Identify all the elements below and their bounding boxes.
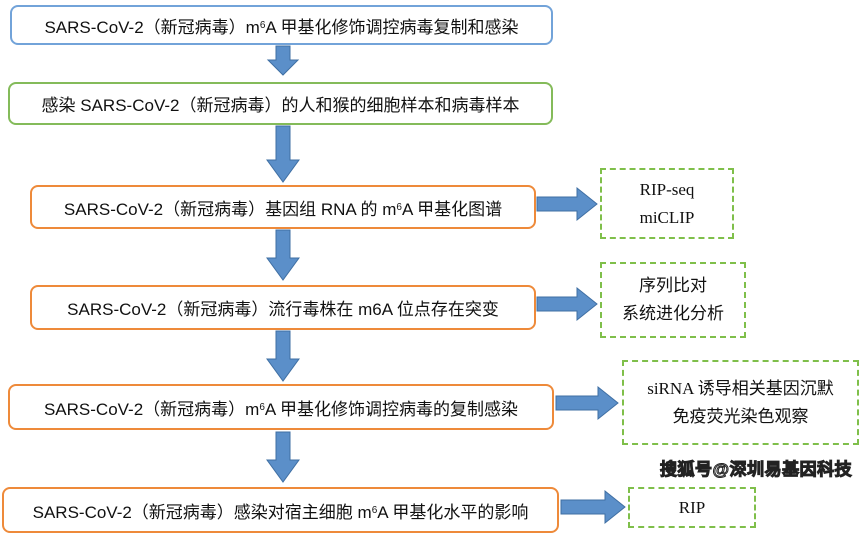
arrow-down-icon <box>266 125 300 183</box>
method-text: 免疫荧光染色观察 <box>672 406 809 426</box>
step-text: 感染 SARS-CoV-2（新冠病毒）的人和猴的细胞样本和病毒样本 <box>41 96 520 115</box>
method-box-1: RIP-seq miCLIP <box>600 168 734 239</box>
method-text: siRNA 诱导相关基因沉默 <box>647 378 834 398</box>
method-text: miCLIP <box>639 207 695 227</box>
method-text: 序列比对 <box>639 276 707 295</box>
method-text: 系统进化分析 <box>622 304 724 323</box>
step-text: A 甲基化水平的影响 <box>377 502 529 522</box>
step-text: A 甲基化图谱 <box>401 199 503 219</box>
step-4-box: SARS-CoV-2（新冠病毒）流行毒株在 m6A 位点存在突变 <box>30 285 536 330</box>
step-2-box: 感染 SARS-CoV-2（新冠病毒）的人和猴的细胞样本和病毒样本 <box>8 82 553 125</box>
arrow-down-icon <box>266 431 300 483</box>
step-text: A 甲基化修饰调控病毒复制和感染 <box>265 17 519 37</box>
method-box-3: siRNA 诱导相关基因沉默免疫荧光染色观察 <box>622 360 859 445</box>
arrow-right-icon <box>536 186 598 222</box>
method-box-2: 序列比对系统进化分析 <box>600 262 746 338</box>
superscript: 6 <box>396 201 402 213</box>
arrow-right-icon <box>560 489 626 525</box>
arrow-down-icon <box>266 229 300 281</box>
step-text: SARS-CoV-2（新冠病毒）m <box>44 17 260 37</box>
step-text: SARS-CoV-2（新冠病毒）感染对宿主细胞 m <box>32 502 372 522</box>
arrow-right-icon <box>555 385 619 421</box>
watermark: 搜狐号@深圳易基因科技 <box>659 460 853 480</box>
superscript: 6 <box>259 19 266 31</box>
method-box-4: RIP <box>628 487 756 528</box>
step-text: SARS-CoV-2（新冠病毒）流行毒株在 m6A 位点存在突变 <box>67 300 499 319</box>
step-text: A 甲基化修饰调控病毒的复制感染 <box>264 399 519 419</box>
step-text: SARS-CoV-2（新冠病毒）m <box>43 399 260 419</box>
superscript: 6 <box>371 504 378 516</box>
method-text: RIP-seq <box>639 179 695 199</box>
step-text: SARS-CoV-2（新冠病毒）基因组 RNA 的 m <box>63 199 397 219</box>
method-text: RIP <box>678 497 706 517</box>
arrow-down-icon <box>266 330 300 382</box>
arrow-right-icon <box>536 286 598 322</box>
superscript: 6 <box>259 401 265 413</box>
arrow-down-icon <box>266 45 300 76</box>
